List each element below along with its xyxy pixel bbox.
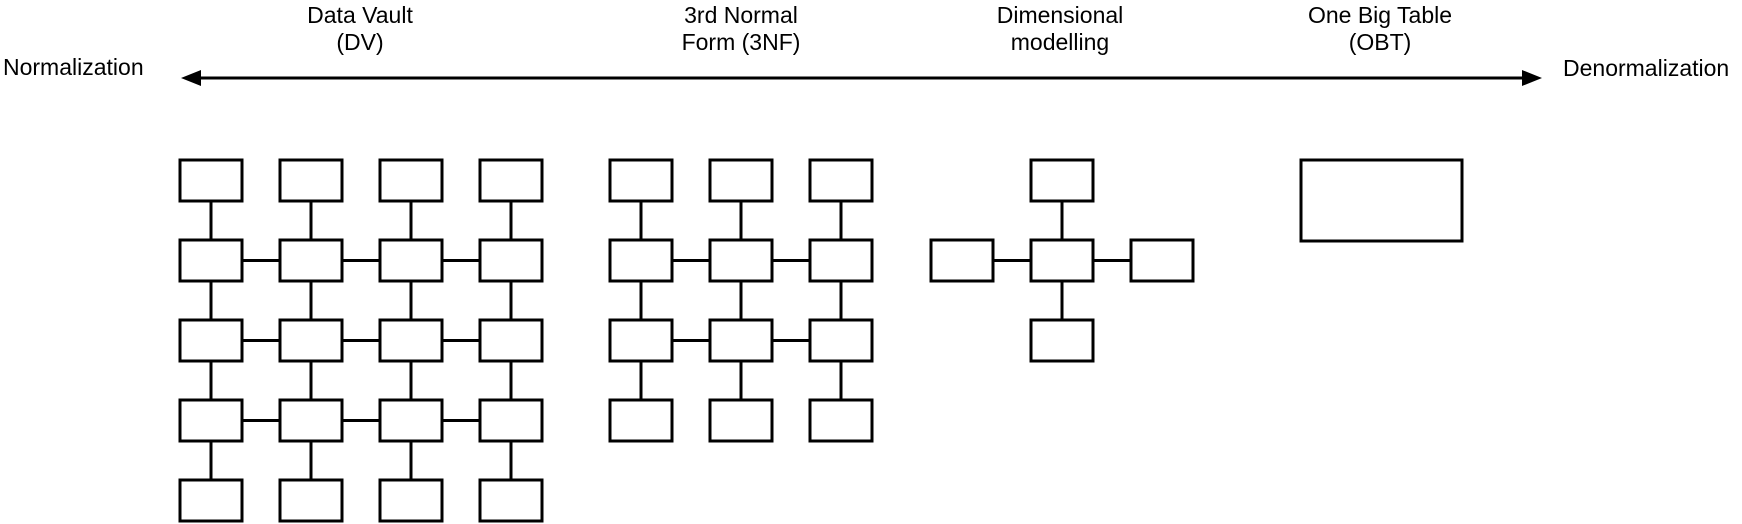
third-normal-form-table-box	[608, 158, 674, 203]
third-normal-form-table-box	[808, 318, 874, 363]
data-vault-table-box	[178, 158, 244, 203]
third-normal-form-table-box	[808, 398, 874, 443]
third-normal-form-table-box	[708, 398, 774, 443]
title-data-vault: Data Vault (DV)	[307, 2, 413, 56]
title-line: One Big Table	[1307, 2, 1453, 28]
title-line: 3rd Normal	[684, 2, 798, 28]
data-vault-table-box	[278, 398, 344, 443]
title-third-normal-form: 3rd Normal Form (3NF)	[682, 2, 801, 56]
data-vault-table-box	[278, 158, 344, 203]
dimensional-modelling-dimension-box	[1029, 158, 1095, 203]
third-normal-form-table-box	[608, 238, 674, 283]
data-vault-table-box	[278, 318, 344, 363]
data-vault-table-box	[378, 478, 444, 523]
one-big-table-diagram	[1299, 158, 1464, 243]
data-vault-table-box	[378, 238, 444, 283]
data-vault-table-box	[378, 318, 444, 363]
title-line: Form (3NF)	[681, 29, 801, 55]
dimensional-modelling-dimension-box	[1129, 238, 1195, 283]
data-vault-table-box	[378, 158, 444, 203]
data-vault-table-box	[478, 158, 544, 203]
title-dimensional-modelling: Dimensional modelling	[997, 2, 1124, 56]
normalization-axis-label: Normalization	[3, 54, 144, 80]
dimensional-modelling-fact-box	[1029, 238, 1095, 283]
third-normal-form-table-box	[708, 238, 774, 283]
data-vault-table-box	[478, 318, 544, 363]
title-line: (OBT)	[1348, 29, 1412, 55]
third-normal-form-table-box	[708, 158, 774, 203]
data-vault-table-box	[278, 478, 344, 523]
arrowhead-left	[181, 70, 201, 86]
title-line: (DV)	[336, 29, 384, 55]
data-vault-table-box	[178, 238, 244, 283]
data-vault-table-box	[178, 478, 244, 523]
data-vault-table-box	[478, 478, 544, 523]
denormalization-axis-label: Denormalization	[1563, 55, 1730, 81]
third-normal-form-table-box	[808, 158, 874, 203]
title-line: Data Vault	[307, 2, 413, 28]
title-one-big-table: One Big Table (OBT)	[1308, 2, 1452, 56]
title-line: Dimensional	[996, 2, 1124, 28]
data-vault-table-box	[278, 238, 344, 283]
data-vault-table-box	[478, 398, 544, 443]
one-big-table-table-box	[1299, 158, 1464, 243]
dimensional-modelling-dimension-box	[1029, 318, 1095, 363]
dimensional-modelling-diagram	[929, 158, 1195, 363]
data-vault-table-box	[478, 238, 544, 283]
data-vault-table-box	[178, 318, 244, 363]
third-normal-form-table-box	[608, 318, 674, 363]
third-normal-form-table-box	[708, 318, 774, 363]
third-normal-form-table-box	[808, 238, 874, 283]
dimensional-modelling-dimension-box	[929, 238, 995, 283]
data-vault-table-box	[178, 398, 244, 443]
data-vault-table-box	[378, 398, 444, 443]
title-line: modelling	[1010, 29, 1110, 55]
third-normal-form-diagram	[608, 158, 874, 443]
data-vault-diagram	[178, 158, 544, 523]
spectrum-arrow	[181, 70, 1542, 86]
third-normal-form-table-box	[608, 398, 674, 443]
arrowhead-right	[1522, 70, 1542, 86]
